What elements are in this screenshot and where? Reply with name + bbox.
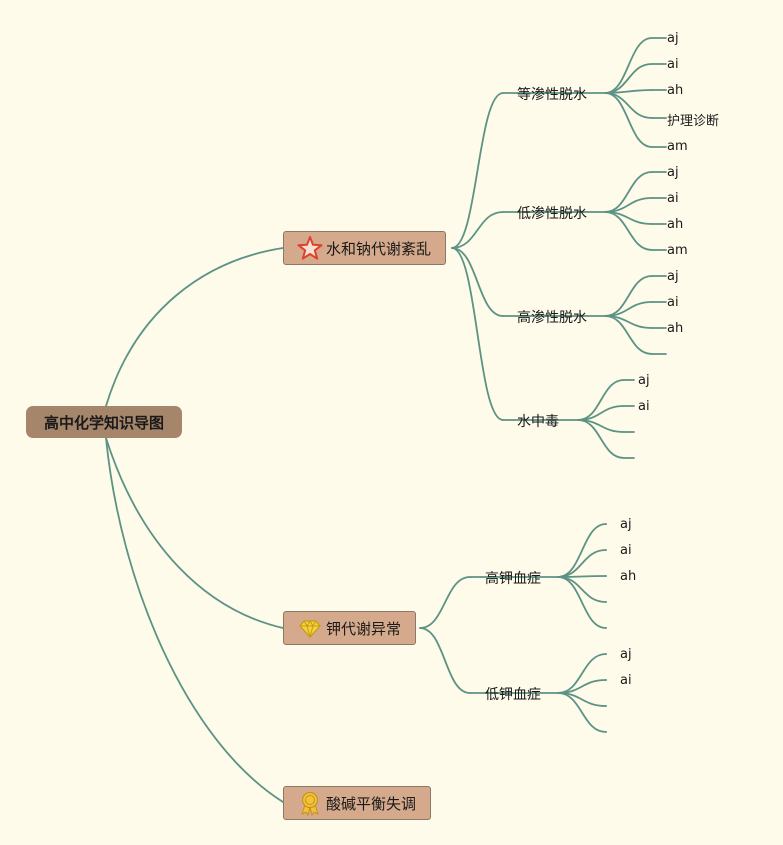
connector-line — [557, 692, 607, 733]
leaf-item[interactable]: aj — [620, 517, 632, 532]
connector-line — [604, 315, 653, 355]
connector-line — [604, 63, 653, 94]
connector-line — [557, 549, 607, 578]
connector-line — [604, 211, 653, 251]
branch-node-acid-base[interactable]: 酸碱平衡失调 — [283, 786, 432, 820]
connector-line — [557, 523, 607, 578]
connector-line — [451, 211, 504, 249]
leaf-item[interactable]: am — [667, 243, 688, 258]
leaf-item[interactable]: am — [667, 139, 688, 154]
badge-icon — [297, 790, 323, 816]
leaf-item[interactable]: ah — [667, 321, 684, 336]
connector-line — [604, 37, 653, 94]
leaf-item[interactable]: ai — [667, 295, 679, 310]
leaf-item[interactable]: aj — [638, 373, 650, 388]
leaf-item[interactable]: ah — [667, 217, 684, 232]
leaf-item[interactable]: aj — [620, 647, 632, 662]
connector-line — [604, 92, 653, 119]
leaf-item[interactable]: ai — [620, 543, 632, 558]
connector-line — [105, 437, 284, 803]
leaf-item[interactable]: aj — [667, 269, 679, 284]
connector-line — [577, 419, 625, 459]
connector-line — [557, 575, 607, 578]
connector-line — [419, 627, 471, 694]
connector-line — [105, 247, 284, 407]
leaf-item[interactable]: ai — [667, 57, 679, 72]
connector-line — [604, 92, 653, 148]
leaf-item[interactable]: aj — [667, 165, 679, 180]
diamond-icon — [297, 615, 323, 641]
leaf-item[interactable]: aj — [667, 31, 679, 46]
subtopic-hypokalemia[interactable]: 低钾血症 — [485, 687, 541, 703]
root-node[interactable]: 高中化学知识导图 — [26, 406, 182, 438]
leaf-item[interactable]: ah — [620, 569, 637, 584]
branch-label: 水和钠代谢紊乱 — [326, 239, 432, 258]
branch-node-potassium[interactable]: 钾代谢异常 — [283, 611, 417, 645]
connector-line — [557, 576, 607, 629]
leaf-item[interactable]: ai — [638, 399, 650, 414]
star-icon — [297, 235, 323, 261]
branch-label: 钾代谢异常 — [326, 619, 402, 638]
leaf-item[interactable]: ai — [667, 191, 679, 206]
branch-node-water-sodium[interactable]: 水和钠代谢紊乱 — [283, 231, 447, 265]
leaf-item[interactable]: ah — [667, 83, 684, 98]
subtopic-hypertonic-dehydration[interactable]: 高渗性脱水 — [517, 310, 587, 326]
subtopic-hypotonic-dehydration[interactable]: 低渗性脱水 — [517, 206, 587, 222]
connector-line — [419, 576, 471, 629]
subtopic-water-intoxication[interactable]: 水中毒 — [517, 414, 559, 430]
connector-line — [557, 576, 607, 603]
root-label: 高中化学知识导图 — [43, 413, 164, 432]
connector-line — [451, 247, 504, 421]
leaf-item[interactable]: 护理诊断 — [667, 114, 720, 129]
connector-line — [451, 92, 504, 249]
leaf-item[interactable]: ai — [620, 673, 632, 688]
connector-line — [451, 247, 504, 317]
subtopic-hyperkalemia[interactable]: 高钾血症 — [485, 571, 541, 587]
connector-line — [105, 437, 284, 629]
branch-label: 酸碱平衡失调 — [326, 794, 417, 813]
subtopic-isotonic-dehydration[interactable]: 等渗性脱水 — [517, 87, 587, 103]
